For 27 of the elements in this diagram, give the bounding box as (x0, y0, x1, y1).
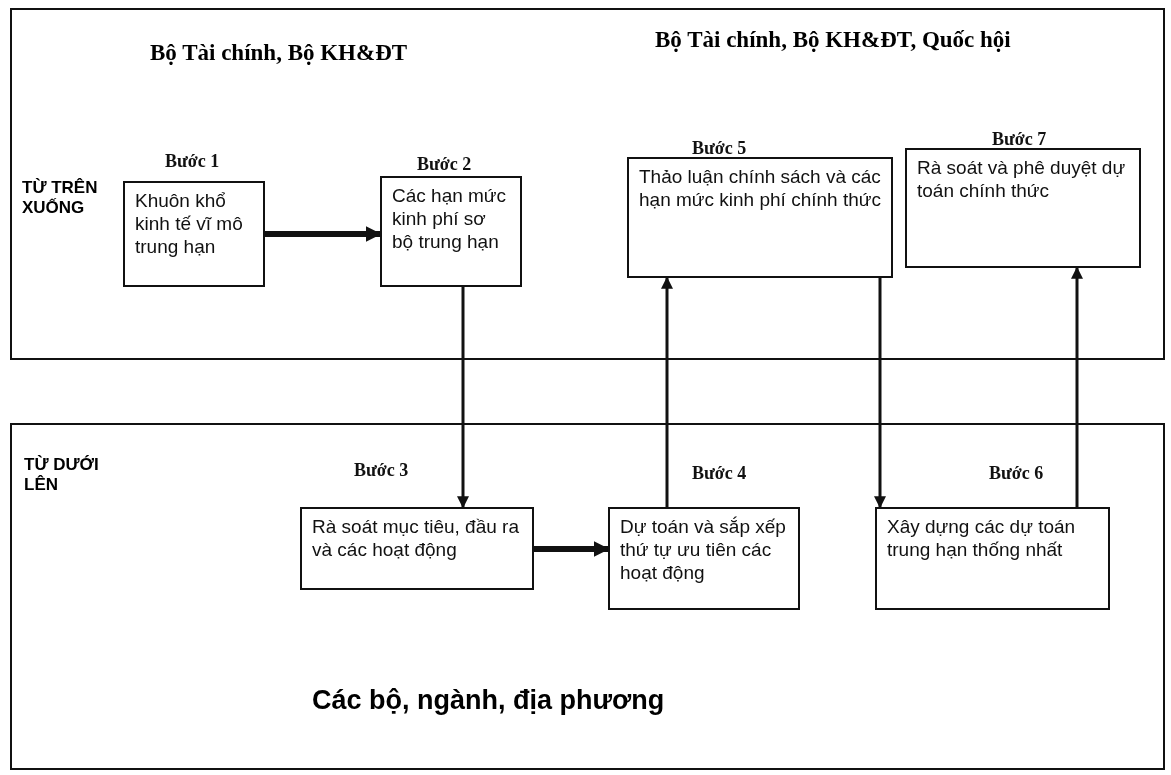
step-text: Thảo luận chính sách và các hạn mức kinh phí chính thức (639, 166, 881, 210)
arrow (661, 276, 673, 507)
lane-label: TỪ DƯỚI LÊN (24, 455, 100, 495)
step-text: Dự toán và sắp xếp thứ tự ưu tiên các hoạt động (620, 516, 786, 583)
step-text: Xây dựng các dự toán trung hạn thống nhất (887, 516, 1076, 560)
step-text: Khuôn khổ kinh tế vĩ mô trung hạn (135, 190, 243, 257)
arrow (1071, 266, 1083, 507)
step-text: Các hạn mức kinh phí sơ bộ trung hạn (392, 185, 507, 252)
arrow (457, 287, 469, 509)
step-label: Bước 5 (692, 137, 747, 160)
step-label: Bước 2 (417, 153, 472, 176)
step-text: Rà soát mục tiêu, đầu ra và các hoạt động (312, 516, 519, 560)
step-label: Bước 1 (165, 150, 220, 173)
lane-label: TỪ TRÊN XUỐNG (22, 178, 99, 218)
arrow (874, 278, 886, 509)
arrow (534, 541, 610, 557)
swimlane-band (10, 8, 1165, 360)
heading: Bộ Tài chính, Bộ KH&ĐT, Quốc hội (655, 27, 1011, 53)
step-label: Bước 6 (989, 462, 1044, 485)
step-label: Bước 3 (354, 459, 409, 482)
swimlane-band (10, 423, 1165, 770)
lane-title: Các bộ, ngành, địa phương (312, 685, 665, 716)
step-label: Bước 4 (692, 462, 747, 485)
step-label: Bước 7 (992, 128, 1047, 151)
heading: Bộ Tài chính, Bộ KH&ĐT (150, 40, 408, 66)
arrow (265, 226, 382, 242)
step-text: Rà soát và phê duyệt dự toán chính thức (917, 157, 1126, 201)
